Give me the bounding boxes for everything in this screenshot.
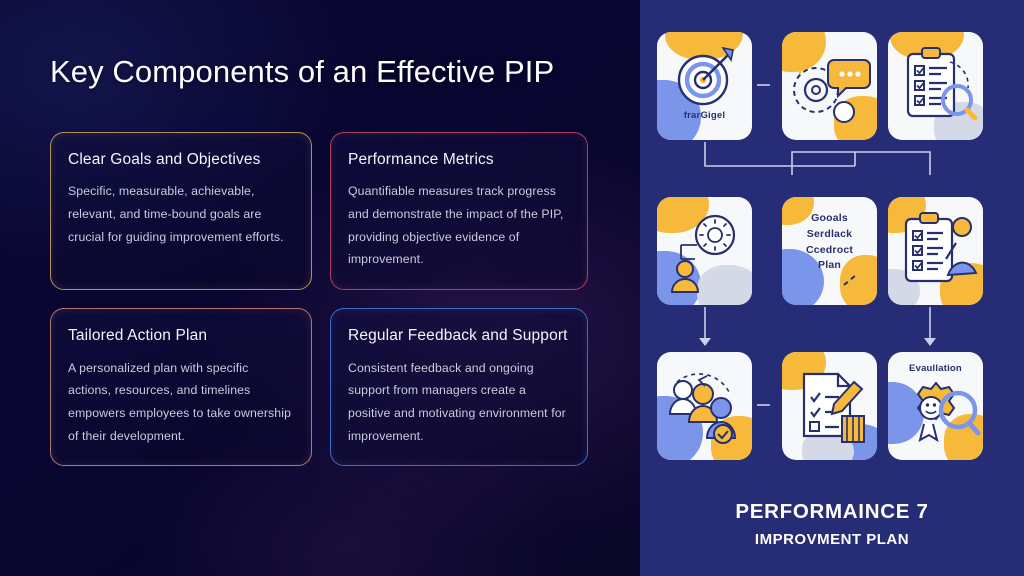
tile-team-group-check[interactable] [657,352,752,460]
caption-line-1: PERFORMAINCE 7 [735,500,929,523]
card-body: A personalized plan with specific action… [68,360,292,443]
clipboard-magnifier-icon [906,47,978,121]
tile-target-dartboard[interactable]: frarGigel [657,32,752,140]
component-card-grid: Clear Goals and Objectives Specific, mea… [50,131,596,467]
card-performance-metrics[interactable]: Performance Metrics Quantifiable measure… [330,131,588,291]
checklist-pencil-icon [802,372,865,443]
card-title: Tailored Action Plan [68,327,208,345]
card-body: Specific, measurable, achievable, releva… [68,184,284,244]
diagram-caption: PERFORMAINCE 7 IMPROVMENT PLAN [640,500,1024,548]
team-group-check-icon [668,373,737,444]
speech-bubble-gears-icon [793,59,871,123]
person-idea-bubble-icon [670,214,736,293]
card-title: Performance Metrics [348,150,494,168]
card-title: Regular Feedback and Support [348,327,568,345]
tile-label: Evaullation [909,363,962,374]
tile-person-idea-bubble[interactable] [657,197,752,305]
tile-label: frarGigel [683,110,726,121]
card-tailored-action-plan[interactable]: Tailored Action Plan A personalized plan… [50,308,312,467]
tile-label: Gooals Serdlack Ccedroct Plan [805,212,854,272]
card-title: Clear Goals and Objectives [68,150,261,168]
left-panel: Key Components of an Effective PIP Clear… [50,52,596,546]
page-title: Key Components of an Effective PIP [50,54,555,89]
card-body: Quantifiable measures track progress and… [348,184,564,267]
ribbon-magnifier-icon [916,381,981,443]
dashed-flourish-icon [843,274,857,286]
target-dartboard-icon [677,46,734,106]
card-regular-feedback-and-support[interactable]: Regular Feedback and Support Consistent … [330,308,588,467]
tile-clipboard-magnifier[interactable] [888,32,983,140]
process-flow-diagram: frarGigel [640,0,1024,576]
caption-line-2: IMPROVMENT PLAN [754,531,910,548]
tile-goals-plan-text[interactable]: Gooals Serdlack Ccedroct Plan [782,197,877,305]
right-panel: frarGigel [640,0,1024,576]
tile-ribbon-magnifier[interactable]: Evaullation [888,352,983,460]
tile-speech-bubble-gears[interactable] [782,32,877,140]
tile-checklist-pencil[interactable] [782,352,877,460]
clipboard-person-icon [904,212,978,283]
tile-clipboard-person[interactable] [888,197,983,305]
card-clear-goals-and-objectives[interactable]: Clear Goals and Objectives Specific, mea… [50,131,312,291]
card-body: Consistent feedback and ongoing support … [348,360,566,443]
